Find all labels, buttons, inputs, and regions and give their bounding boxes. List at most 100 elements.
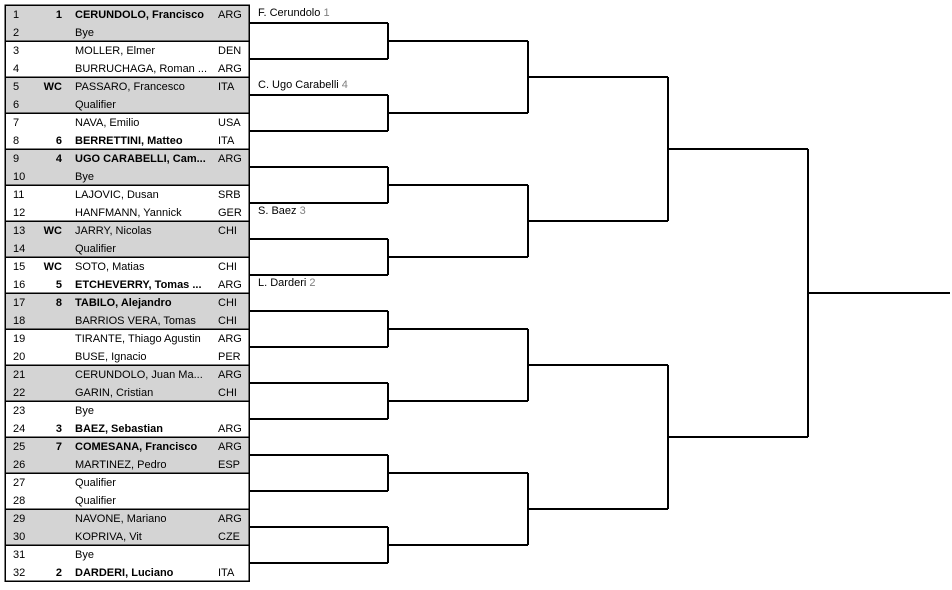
- seed-label: 1: [56, 9, 62, 21]
- player-name: TABILO, Alejandro: [75, 297, 172, 309]
- player-name: Bye: [75, 27, 94, 39]
- draw-position: 13: [13, 225, 25, 237]
- draw-position: 14: [13, 243, 25, 255]
- entry-row: [5, 473, 249, 491]
- country-code: ITA: [218, 567, 235, 579]
- seed-label: 7: [56, 441, 62, 453]
- player-name: ETCHEVERRY, Tomas ...: [75, 279, 202, 291]
- round2-player-label: C. Ugo Carabelli 4: [258, 79, 348, 91]
- entry-row: [5, 365, 249, 383]
- country-code: ARG: [218, 9, 242, 21]
- draw-position: 23: [13, 405, 25, 417]
- draw-position: 31: [13, 549, 25, 561]
- entry-row: [5, 131, 249, 149]
- draw-position: 1: [13, 9, 19, 21]
- player-name: BERRETTINI, Matteo: [75, 135, 183, 147]
- bracket-lines: [249, 22, 950, 564]
- country-code: CHI: [218, 297, 237, 309]
- round2-player-label: L. Darderi 2: [258, 277, 315, 289]
- entry-row: [5, 167, 249, 185]
- seed-label: WC: [44, 261, 62, 273]
- player-name: NAVA, Emilio: [75, 117, 139, 129]
- country-code: CHI: [218, 315, 237, 327]
- entry-row: [5, 293, 249, 311]
- draw-position: 10: [13, 171, 25, 183]
- entry-row: [5, 257, 249, 275]
- player-name: JARRY, Nicolas: [75, 225, 152, 237]
- round2-labels: F. Cerundolo 1 C. Ugo Carabelli 4 S. Baez …: [258, 7, 348, 289]
- player-name: BUSE, Ignacio: [75, 351, 147, 363]
- entry-row: [5, 5, 249, 23]
- seed-label: WC: [44, 81, 62, 93]
- draw-position: 2: [13, 27, 19, 39]
- entry-row: [5, 509, 249, 527]
- player-name: GARIN, Cristian: [75, 387, 153, 399]
- country-code: ARG: [218, 423, 242, 435]
- draw-position: 8: [13, 135, 19, 147]
- draw-position: 30: [13, 531, 25, 543]
- player-name: TIRANTE, Thiago Agustin: [75, 333, 201, 345]
- player-name: DARDERI, Luciano: [75, 567, 174, 579]
- player-name: BURRUCHAGA, Roman ...: [75, 63, 207, 75]
- draw-position: 11: [13, 189, 24, 201]
- draw-position: 16: [13, 279, 25, 291]
- player-name: MARTINEZ, Pedro: [75, 459, 167, 471]
- entry-row: [5, 149, 249, 167]
- player-name: Bye: [75, 405, 94, 417]
- player-name: Qualifier: [75, 99, 116, 111]
- country-code: CZE: [218, 531, 240, 543]
- draw-position: 19: [13, 333, 25, 345]
- player-name: Qualifier: [75, 243, 116, 255]
- entry-row: [5, 491, 249, 509]
- draw-position: 26: [13, 459, 25, 471]
- player-name: MOLLER, Elmer: [75, 45, 155, 57]
- entry-row: [5, 311, 249, 329]
- country-code: ARG: [218, 63, 242, 75]
- draw-position: 3: [13, 45, 19, 57]
- entry-row: [5, 419, 249, 437]
- entry-row: [5, 455, 249, 473]
- draw-position: 6: [13, 99, 19, 111]
- player-name: Qualifier: [75, 495, 116, 507]
- round2-player-label: S. Baez 3: [258, 205, 306, 217]
- country-code: ARG: [218, 279, 242, 291]
- entry-row: [5, 239, 249, 257]
- entry-row: [5, 221, 249, 239]
- player-name: Qualifier: [75, 477, 116, 489]
- entry-row: [5, 347, 249, 365]
- country-code: ARG: [218, 513, 242, 525]
- country-code: USA: [218, 117, 241, 129]
- draw-position: 5: [13, 81, 19, 93]
- seed-label: 6: [56, 135, 62, 147]
- entry-row: [5, 437, 249, 455]
- entry-row: [5, 95, 249, 113]
- round2-player-label: F. Cerundolo 1: [258, 7, 330, 19]
- draw-position: 20: [13, 351, 25, 363]
- entry-row: [5, 563, 249, 581]
- country-code: PER: [218, 351, 241, 363]
- seed-label: 5: [56, 279, 62, 291]
- player-name: LAJOVIC, Dusan: [75, 189, 159, 201]
- entry-row: [5, 113, 249, 131]
- player-name: NAVONE, Mariano: [75, 513, 167, 525]
- draw-position: 12: [13, 207, 25, 219]
- country-code: ITA: [218, 135, 235, 147]
- seed-label: 3: [56, 423, 62, 435]
- draw-position: 4: [13, 63, 19, 75]
- country-code: CHI: [218, 387, 237, 399]
- entry-row: [5, 41, 249, 59]
- country-code: CHI: [218, 225, 237, 237]
- seed-label: 4: [56, 153, 63, 165]
- player-name: PASSARO, Francesco: [75, 81, 185, 93]
- draw-position: 24: [13, 423, 25, 435]
- draw-position: 29: [13, 513, 25, 525]
- draw-position: 21: [13, 369, 25, 381]
- entry-row: [5, 185, 249, 203]
- player-name: CERUNDOLO, Francisco: [75, 9, 204, 21]
- entry-row: [5, 203, 249, 221]
- draw-position: 28: [13, 495, 25, 507]
- entry-row: [5, 383, 249, 401]
- draw-position: 17: [13, 297, 25, 309]
